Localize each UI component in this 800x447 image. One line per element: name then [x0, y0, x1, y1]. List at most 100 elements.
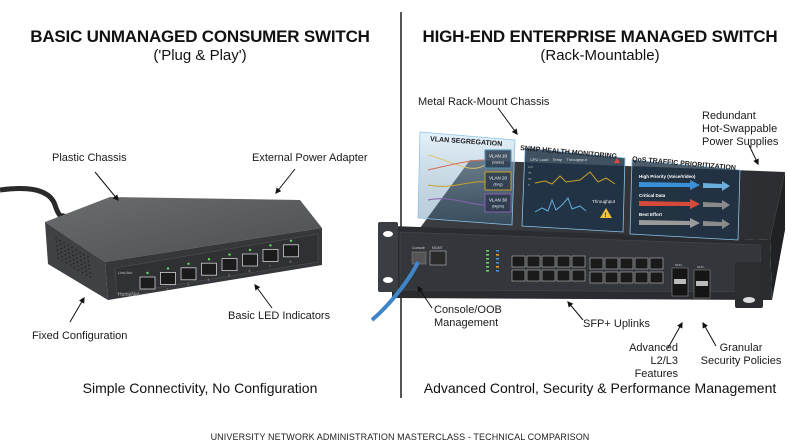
- link-led: [248, 248, 252, 252]
- svg-text:MGMT: MGMT: [432, 246, 444, 250]
- link-act-label: Link/Act: [118, 270, 133, 275]
- svg-text:High Priority (Voice/Video): High Priority (Voice/Video): [639, 174, 696, 179]
- svg-text:(Eng): (Eng): [493, 183, 503, 187]
- vlan-box: VLAN 30 (Mgmt): [484, 193, 512, 213]
- svg-text:Best Effort: Best Effort: [639, 212, 663, 217]
- link-led: [187, 262, 190, 265]
- right-title: HIGH-END ENTERPRISE MANAGED SWITCH: [422, 27, 778, 46]
- port-number: 5: [228, 274, 230, 278]
- ethernet-port: [511, 255, 526, 268]
- label-external-power-adapter: External Power Adapter: [252, 152, 368, 164]
- ethernet-port: [526, 255, 541, 268]
- label-redundant-psu: Redundant Hot-Swappable Power Supplies: [702, 110, 779, 148]
- left-title: BASIC UNMANAGED CONSUMER SWITCH: [30, 27, 370, 46]
- svg-text:SFP+: SFP+: [697, 265, 705, 269]
- svg-text:!: !: [605, 213, 607, 219]
- left-tagline: Simple Connectivity, No Configuration: [82, 380, 318, 396]
- svg-text:Critical Data: Critical Data: [639, 193, 666, 198]
- rack-ear-left: [378, 222, 398, 292]
- sfp-cage: SFP+: [693, 265, 711, 299]
- console-cable: [370, 261, 420, 322]
- throughput-line: [534, 197, 587, 213]
- svg-text:SFP+: SFP+: [675, 263, 683, 267]
- label-advanced-l2l3: Advanced L2/L3 Features: [629, 342, 678, 380]
- svg-text:0: 0: [528, 183, 530, 187]
- ethernet-port: [526, 269, 541, 282]
- ethernet-port: 5: [221, 253, 238, 278]
- port-number: 3: [187, 283, 189, 287]
- ethernet-port: [619, 257, 634, 270]
- port-number: 2: [167, 287, 169, 291]
- link-led: [289, 239, 293, 242]
- ethernet-port: 7: [262, 244, 279, 268]
- svg-text:(Mgmt): (Mgmt): [492, 205, 505, 209]
- port-number: 1: [146, 292, 148, 296]
- ethernet-port: [649, 271, 664, 284]
- svg-text:75: 75: [528, 171, 532, 175]
- center-divider: [400, 12, 402, 398]
- temp-line: [534, 171, 616, 185]
- label-sfp-uplinks: SFP+ Uplinks: [583, 318, 650, 330]
- ethernet-port: [649, 257, 664, 270]
- vlan-box: VLAN 10 (Sales): [484, 149, 512, 169]
- port-number: 6: [249, 269, 251, 273]
- vlan-box: VLAN 20 (Eng): [484, 171, 512, 191]
- label-granular-security: Granular Security Policies: [700, 342, 782, 367]
- ethernet-port: [589, 271, 604, 284]
- annotation-arrows: [69, 107, 759, 349]
- svg-text:VLAN 30: VLAN 30: [489, 198, 508, 203]
- ethernet-port: 2: [160, 267, 176, 291]
- link-led: [166, 267, 170, 270]
- priority-arrow-icon: [639, 218, 700, 228]
- ethernet-port: [571, 269, 586, 282]
- svg-text:Console: Console: [412, 246, 425, 250]
- label-console-oob: Console/OOB Management: [434, 304, 502, 329]
- console-port: [411, 251, 427, 265]
- alert-icon: [614, 158, 620, 163]
- rack-ear-right: [735, 262, 763, 308]
- ethernet-port: [556, 255, 571, 268]
- label-basic-led-indicators: Basic LED Indicators: [228, 310, 331, 322]
- ethernet-port: [541, 269, 556, 282]
- warning-icon: [600, 208, 612, 218]
- link-led: [146, 271, 149, 275]
- ethernet-port: [556, 269, 571, 282]
- link-led: [269, 244, 272, 247]
- ethernet-port: [634, 271, 649, 284]
- secondary-arrow-icon: [703, 219, 730, 229]
- ethernet-port: 3: [180, 262, 197, 287]
- qos-row: Critical Data: [639, 193, 730, 210]
- ethernet-port: [604, 271, 619, 284]
- label-metal-chassis: Metal Rack-Mount Chassis: [418, 96, 550, 108]
- port-number: 4: [208, 278, 210, 282]
- ethernet-port: 4: [201, 258, 217, 282]
- svg-text:VLAN 20: VLAN 20: [489, 176, 508, 181]
- ethernet-port: 8: [283, 239, 299, 264]
- ethernet-port: 1: [139, 271, 156, 296]
- port-number: 8: [290, 260, 292, 264]
- mgmt-port: [429, 250, 447, 266]
- ethernet-port: [511, 269, 526, 282]
- link-led: [228, 253, 231, 256]
- link-led: [207, 258, 211, 261]
- svg-text:100: 100: [528, 165, 533, 169]
- ethernet-port: [634, 257, 649, 270]
- sfp-cage: SFP+: [671, 263, 689, 297]
- ethernet-port: [604, 257, 619, 270]
- ethernet-port: [571, 255, 586, 268]
- svg-text:(Sales): (Sales): [492, 161, 505, 165]
- right-subtitle: (Rack-Mountable): [540, 47, 660, 64]
- secondary-arrow-icon: [703, 200, 730, 210]
- brand-label: HomeNet: [118, 292, 140, 298]
- qos-row: High Priority (Voice/Video): [639, 174, 730, 191]
- throughput-alert-label: Throughput: [592, 199, 616, 204]
- label-fixed-configuration: Fixed Configuration: [32, 330, 128, 342]
- secondary-arrow-icon: [703, 181, 730, 191]
- qos-row: Best Effort: [639, 212, 730, 229]
- svg-text:50: 50: [528, 177, 532, 181]
- svg-text:VLAN 10: VLAN 10: [489, 154, 508, 159]
- right-tagline: Advanced Control, Security & Performance…: [423, 380, 777, 396]
